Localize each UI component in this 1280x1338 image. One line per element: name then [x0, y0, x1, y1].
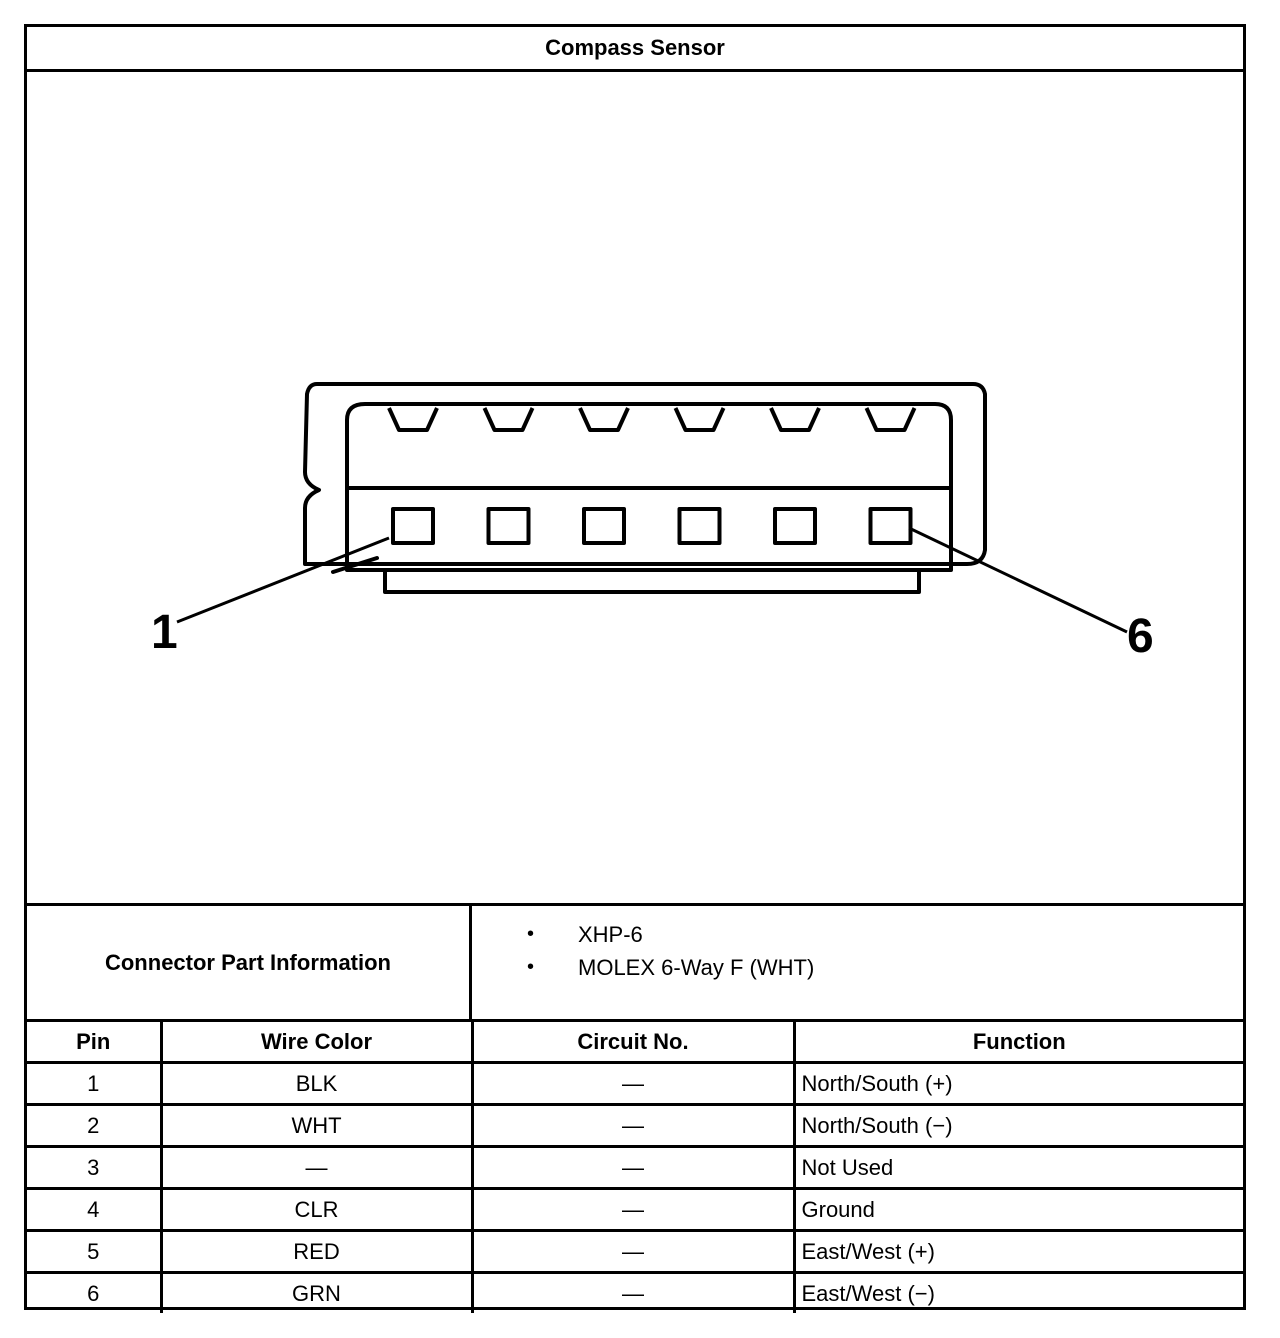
connector-part-info-label: Connector Part Information — [27, 906, 472, 1019]
connector-bottom-tab — [383, 568, 921, 594]
pin-terminal — [773, 507, 817, 545]
header-circuit-no: Circuit No. — [470, 1022, 796, 1064]
pin-table: Pin Wire Color Circuit No. Function 1 BL… — [27, 1022, 1243, 1313]
cell-wire-color: CLR — [159, 1187, 474, 1232]
connector-housing-outline — [303, 382, 987, 566]
callout-leader-6 — [908, 526, 1128, 634]
cavity-latch — [864, 407, 917, 432]
sheet-title: Compass Sensor — [27, 27, 1243, 72]
connector-diagram: 1 6 — [27, 72, 1243, 906]
part-info-item: • MOLEX 6-Way F (WHT) — [472, 951, 1243, 984]
connector-lower-edge — [331, 556, 379, 574]
cell-pin: 5 — [27, 1229, 163, 1274]
cell-pin: 1 — [27, 1061, 163, 1106]
cell-wire-color: GRN — [159, 1271, 474, 1313]
cell-pin: 3 — [27, 1145, 163, 1190]
cavity-latch — [769, 407, 821, 432]
cell-function: North/South (−) — [792, 1103, 1243, 1148]
connector-part-info-list: • XHP-6 • MOLEX 6-Way F (WHT) — [472, 906, 1243, 1019]
pin-terminal — [582, 507, 626, 545]
cavity-latch — [482, 407, 535, 432]
cavity-group — [387, 407, 917, 545]
pin-terminal — [391, 507, 435, 545]
table-row: 1 BLK — North/South (+) — [27, 1061, 1243, 1106]
cell-function: East/West (−) — [792, 1271, 1243, 1313]
callout-label-1: 1 — [151, 606, 178, 659]
cell-function: Ground — [792, 1187, 1243, 1232]
connector-part-info: Connector Part Information • XHP-6 • MOL… — [27, 903, 1243, 1022]
pin-terminal — [486, 507, 531, 545]
table-row: 3 — — Not Used — [27, 1145, 1243, 1190]
cell-circuit: — — [470, 1145, 796, 1190]
cell-wire-color: WHT — [159, 1103, 474, 1148]
table-row: 4 CLR — Ground — [27, 1187, 1243, 1232]
connector-sheet: Compass Sensor 1 6 C — [24, 24, 1246, 1313]
cavity-latch — [673, 407, 726, 432]
cell-function: North/South (+) — [792, 1061, 1243, 1106]
bullet-icon: • — [527, 923, 535, 945]
pin-terminal — [868, 507, 913, 545]
callout-leader-1 — [176, 536, 390, 624]
header-pin: Pin — [27, 1022, 163, 1064]
pin-terminal — [677, 507, 722, 545]
callout-label-6: 6 — [1127, 610, 1154, 663]
cell-pin: 2 — [27, 1103, 163, 1148]
part-info-text: XHP-6 — [578, 922, 643, 947]
cell-circuit: — — [470, 1061, 796, 1106]
cell-wire-color: — — [159, 1145, 474, 1190]
cell-circuit: — — [470, 1271, 796, 1313]
table-row: 5 RED — East/West (+) — [27, 1229, 1243, 1274]
table-row: 2 WHT — North/South (−) — [27, 1103, 1243, 1148]
cell-circuit: — — [470, 1103, 796, 1148]
part-info-item: • XHP-6 — [472, 918, 1243, 951]
part-info-text: MOLEX 6-Way F (WHT) — [578, 955, 815, 980]
header-function: Function — [792, 1022, 1243, 1064]
cell-function: Not Used — [792, 1145, 1243, 1190]
cell-function: East/West (+) — [792, 1229, 1243, 1274]
connector-inner-body — [345, 402, 953, 572]
table-row: 6 GRN — East/West (−) — [27, 1271, 1243, 1313]
cell-pin: 4 — [27, 1187, 163, 1232]
cell-pin: 6 — [27, 1271, 163, 1313]
pin-table-header: Pin Wire Color Circuit No. Function — [27, 1022, 1243, 1064]
cell-wire-color: RED — [159, 1229, 474, 1274]
cavity-latch — [578, 407, 630, 432]
header-wire-color: Wire Color — [159, 1022, 474, 1064]
cell-circuit: — — [470, 1187, 796, 1232]
connector-face-drawing: 1 6 — [151, 382, 1154, 663]
cavity-latch — [387, 407, 439, 432]
cell-wire-color: BLK — [159, 1061, 474, 1106]
cell-circuit: — — [470, 1229, 796, 1274]
bullet-icon: • — [527, 956, 535, 978]
